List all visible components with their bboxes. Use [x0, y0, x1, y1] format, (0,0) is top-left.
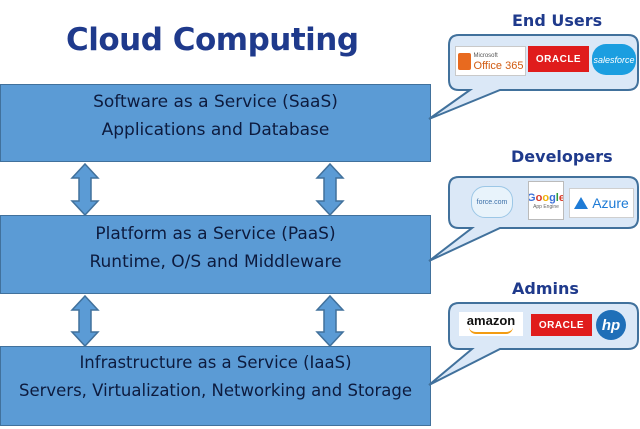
- iaas-description: Servers, Virtualization, Networking and …: [18, 381, 413, 400]
- double-arrow-icon: [70, 162, 100, 217]
- azure-logo: Azure: [569, 188, 634, 218]
- saas-description: Applications and Database: [101, 120, 330, 140]
- paas-layer-box: Platform as a Service (PaaS) Runtime, O/…: [0, 215, 431, 294]
- oracle-logo: ORACLE: [531, 314, 592, 336]
- paas-description: Runtime, O/S and Middleware: [89, 252, 342, 272]
- diagram-title: Cloud Computing: [66, 22, 359, 58]
- paas-label: Platform as a Service (PaaS): [95, 224, 336, 244]
- developers-title: Developers: [511, 147, 613, 166]
- office365-logo: Microsoft Office 365: [455, 46, 526, 76]
- amazon-smile-icon: [469, 327, 513, 334]
- force-com-logo: force.com: [471, 186, 513, 218]
- saas-label: Software as a Service (SaaS): [93, 92, 338, 112]
- azure-icon: [574, 197, 589, 209]
- azure-name: Azure: [592, 195, 629, 211]
- google-app-engine-logo: Google App Engine: [528, 181, 564, 220]
- double-arrow-icon: [70, 294, 100, 348]
- double-arrow-icon: [315, 162, 345, 217]
- salesforce-logo: salesforce: [592, 44, 636, 75]
- end-users-title: End Users: [512, 11, 603, 30]
- hp-logo: hp: [596, 310, 626, 340]
- amazon-name: amazon: [466, 312, 516, 328]
- office-icon: [457, 52, 471, 70]
- admins-title: Admins: [512, 279, 579, 298]
- google-wordmark: Google: [529, 191, 563, 204]
- app-engine-label: App Engine: [533, 203, 559, 210]
- iaas-layer-box: Infrastructure as a Service (IaaS) Serve…: [0, 346, 431, 426]
- iaas-label: Infrastructure as a Service (IaaS): [79, 353, 352, 372]
- office-brand: Microsoft: [473, 53, 498, 59]
- amazon-logo: amazon: [459, 312, 523, 336]
- saas-layer-box: Software as a Service (SaaS) Application…: [0, 84, 431, 162]
- oracle-logo: ORACLE: [528, 46, 589, 72]
- office-name: Office 365: [473, 60, 524, 72]
- double-arrow-icon: [315, 294, 345, 348]
